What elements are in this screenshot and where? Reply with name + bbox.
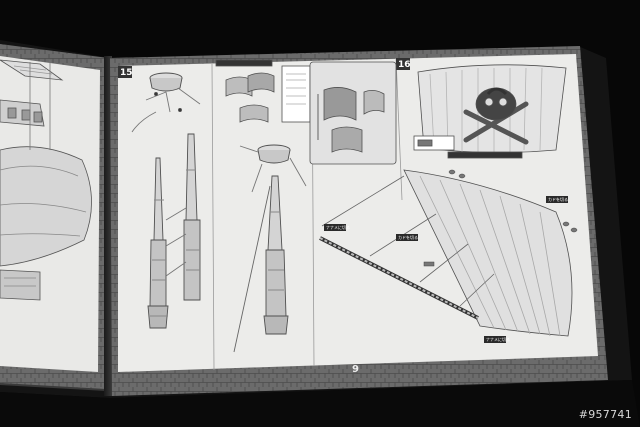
svg-text:15: 15 — [120, 68, 133, 78]
flags-diagram — [215, 59, 397, 165]
jolly-roger-sail-diagram — [413, 64, 567, 159]
small-parts — [423, 169, 578, 267]
mast-left — [147, 157, 169, 329]
mast-middle — [165, 133, 201, 301]
callout-label-3: カドを切る — [546, 196, 568, 203]
crows-nest-diagram — [131, 72, 201, 133]
svg-text:16: 16 — [398, 60, 411, 70]
svg-text:カドを切る: カドを切る — [398, 234, 418, 240]
svg-text:ナナメに切る: ナナメに切る — [326, 224, 350, 230]
callout-label-2: カドを切る — [396, 234, 418, 241]
skull-icon — [463, 87, 529, 145]
page-number: 9 — [352, 364, 359, 375]
step-15-badge: 15 — [118, 66, 133, 78]
callout-label-4: ナナメに切る — [484, 336, 510, 343]
right-page: 15 16 — [110, 46, 608, 396]
main-mast-diagram — [233, 144, 307, 353]
callout-label-1: ナナメに切る — [324, 224, 350, 231]
svg-text:カドを切る: カドを切る — [548, 196, 568, 202]
left-page — [0, 44, 108, 391]
ship-hull-diagram — [0, 59, 92, 301]
watermark-text: #957741 — [578, 408, 632, 421]
step-16-badge: 16 — [396, 58, 411, 70]
svg-text:ナナメに切る: ナナメに切る — [486, 336, 510, 342]
